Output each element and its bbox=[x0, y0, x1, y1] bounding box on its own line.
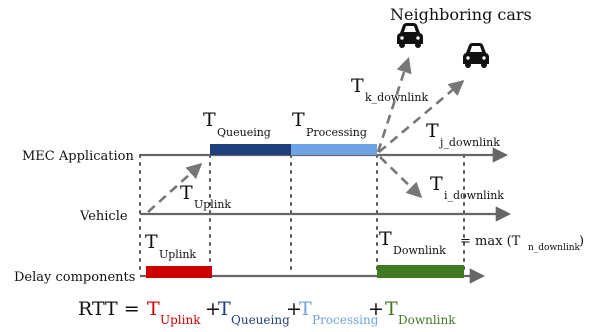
svg-text:Uplink: Uplink bbox=[160, 313, 201, 327]
car-icon bbox=[463, 43, 489, 68]
svg-text:+: + bbox=[205, 298, 221, 320]
svg-text:Queueing: Queueing bbox=[231, 313, 290, 327]
svg-text:T: T bbox=[292, 109, 305, 131]
downlink-max-formula: = max (T n_downlink ) bbox=[460, 234, 584, 253]
svg-text:T: T bbox=[203, 109, 216, 131]
lane-label-vehicle: Vehicle bbox=[79, 209, 128, 224]
label-t-j-downlink: T j_downlink bbox=[426, 120, 500, 149]
svg-text:T: T bbox=[385, 298, 398, 320]
svg-text:Uplink: Uplink bbox=[159, 248, 196, 261]
label-t-uplink-delay: T Uplink bbox=[145, 231, 196, 261]
svg-text:Processing: Processing bbox=[306, 126, 367, 139]
i-downlink-arrow bbox=[379, 156, 423, 199]
message-arrows bbox=[147, 57, 465, 213]
svg-text:T: T bbox=[426, 120, 439, 142]
svg-text:k_downlink: k_downlink bbox=[365, 91, 428, 104]
svg-text:+: + bbox=[368, 298, 384, 320]
car-icon bbox=[397, 23, 423, 48]
svg-text:T: T bbox=[351, 75, 364, 97]
lane-label-delay: Delay components bbox=[14, 270, 135, 285]
svg-text:Queueing: Queueing bbox=[217, 126, 271, 139]
uplink-bar bbox=[146, 266, 212, 278]
label-t-i-downlink: T i_downlink bbox=[430, 173, 504, 202]
label-t-processing: T Processing bbox=[292, 109, 367, 139]
j-downlink-arrow bbox=[378, 79, 465, 153]
svg-text:Processing: Processing bbox=[312, 313, 379, 327]
svg-text:Uplink: Uplink bbox=[194, 198, 231, 211]
rtt-equation: RTT = T Uplink + T Queueing + T Processi… bbox=[78, 298, 456, 327]
lane-label-mec: MEC Application bbox=[22, 149, 134, 164]
svg-text:n_downlink: n_downlink bbox=[528, 243, 581, 253]
svg-text:T: T bbox=[145, 231, 158, 253]
label-t-downlink-delay: T Downlink bbox=[379, 228, 446, 257]
svg-text:j_downlink: j_downlink bbox=[438, 136, 500, 149]
label-t-queueing: T Queueing bbox=[203, 109, 271, 139]
label-t-k-downlink: T k_downlink bbox=[351, 75, 428, 104]
svg-text:): ) bbox=[579, 234, 584, 249]
neighboring-cars-label: Neighboring cars bbox=[390, 5, 532, 24]
svg-text:T: T bbox=[180, 182, 193, 204]
label-t-uplink-vehicle: T Uplink bbox=[180, 182, 231, 211]
processing-bar bbox=[291, 144, 377, 155]
svg-text:T: T bbox=[147, 298, 160, 320]
queueing-bar bbox=[210, 144, 291, 155]
svg-text:i_downlink: i_downlink bbox=[444, 189, 504, 202]
svg-text:Downlink: Downlink bbox=[398, 313, 456, 327]
svg-text:RTT =: RTT = bbox=[78, 298, 140, 320]
svg-text:Downlink: Downlink bbox=[393, 244, 446, 257]
svg-text:= max (T: = max (T bbox=[460, 234, 521, 249]
uplink-arrow bbox=[147, 162, 203, 213]
downlink-bar bbox=[377, 265, 464, 278]
svg-text:T: T bbox=[299, 298, 312, 320]
svg-text:+: + bbox=[286, 298, 302, 320]
svg-text:T: T bbox=[379, 228, 392, 250]
svg-text:T: T bbox=[218, 298, 231, 320]
svg-text:T: T bbox=[430, 173, 443, 195]
k-downlink-arrow bbox=[376, 57, 412, 153]
